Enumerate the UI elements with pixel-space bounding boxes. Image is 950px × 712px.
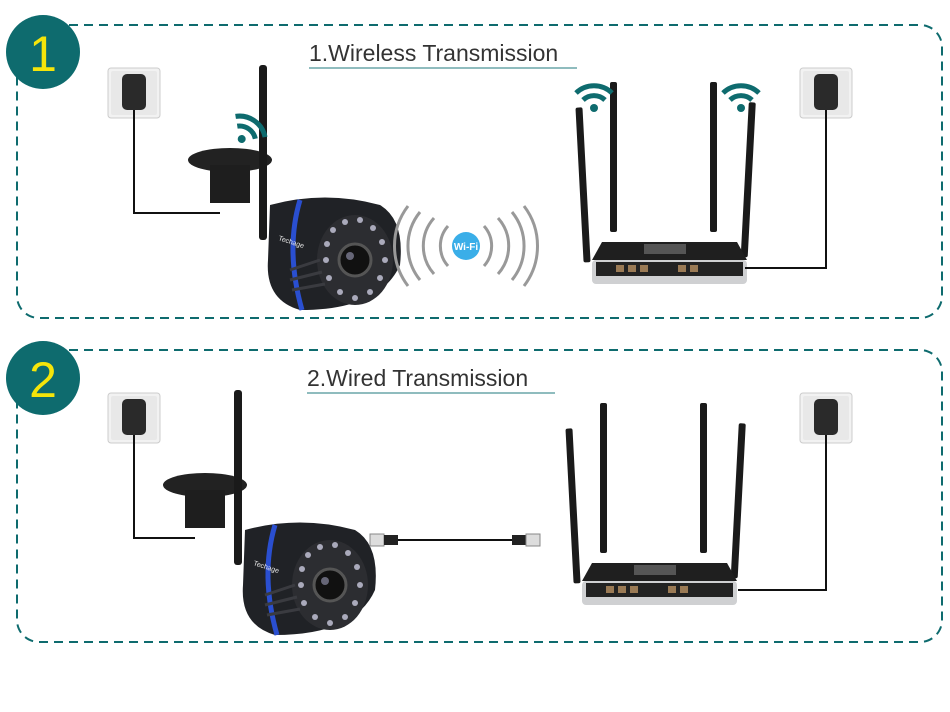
wifi-badge-label: Wi-Fi bbox=[454, 242, 479, 253]
router-icon bbox=[575, 82, 756, 284]
camera-icon bbox=[188, 65, 401, 310]
power-cable bbox=[133, 435, 195, 539]
power-cable bbox=[745, 110, 827, 269]
step-badge bbox=[6, 15, 80, 89]
ethernet-cable-icon bbox=[369, 533, 541, 547]
step-number: 2 bbox=[29, 352, 57, 408]
wifi-transmission-icon: Wi-Fi bbox=[393, 205, 539, 287]
step-number: 1 bbox=[29, 26, 57, 82]
panel-title: 1.Wireless Transmission bbox=[309, 40, 558, 66]
panel-border bbox=[16, 349, 943, 643]
router-icon bbox=[565, 403, 746, 605]
panel-border bbox=[16, 24, 943, 319]
power-cable bbox=[738, 435, 827, 591]
camera-icon bbox=[163, 390, 376, 635]
step-badge bbox=[6, 341, 80, 415]
wifi-badge bbox=[452, 232, 480, 260]
panel-title: 2.Wired Transmission bbox=[307, 365, 528, 391]
panel-wireless: 1 1.Wireless Transmission Techage Wi-Fi bbox=[6, 15, 943, 319]
panel-wired: 2 2.Wired Transmission Techage bbox=[6, 341, 943, 643]
power-cable bbox=[133, 110, 220, 214]
